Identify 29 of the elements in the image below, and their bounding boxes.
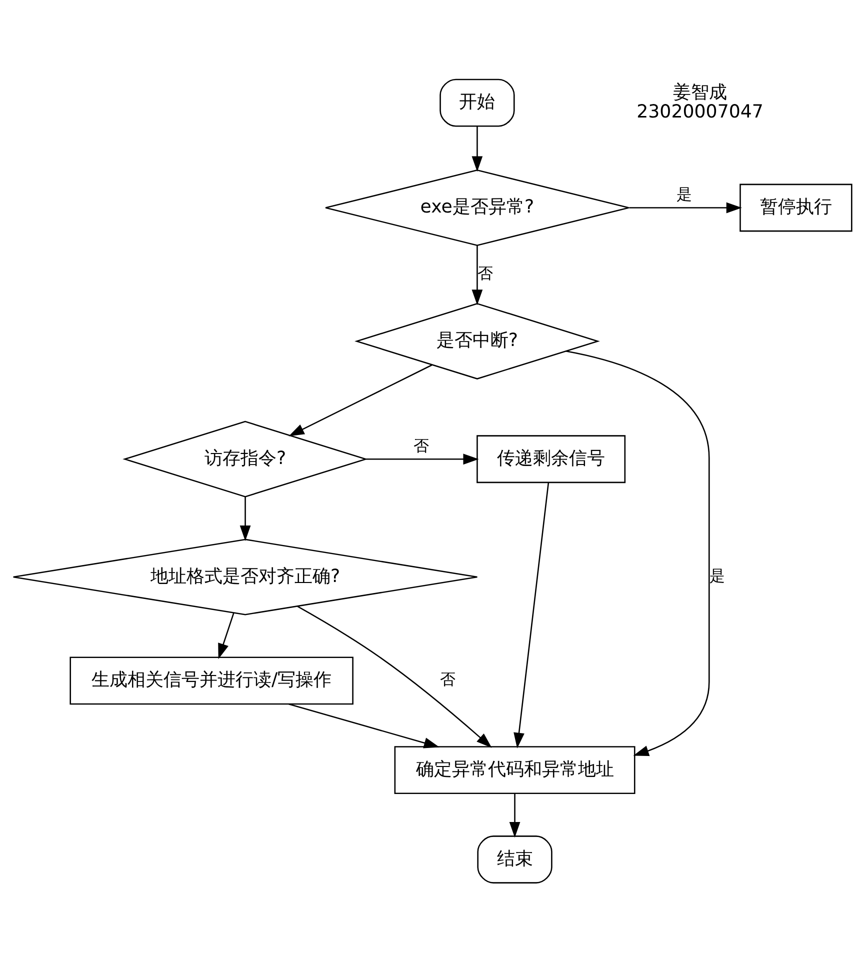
arrow xyxy=(629,202,742,214)
edge-label: 否 xyxy=(413,436,430,455)
arrow xyxy=(514,482,550,748)
node-box: 结束 xyxy=(477,836,552,884)
arrow xyxy=(472,246,483,306)
arrow xyxy=(288,704,440,748)
label: 姜智成 xyxy=(673,82,728,103)
node-diamond: 访存指令? xyxy=(122,420,368,498)
node-box: 传递剩余信号 xyxy=(476,435,626,484)
arrow xyxy=(240,496,251,542)
arrow xyxy=(288,364,432,436)
edge-label: 是 xyxy=(710,567,726,586)
arrow xyxy=(297,606,492,748)
node-box: 确定异常代码和异常地址 xyxy=(394,746,636,794)
arrow xyxy=(218,612,234,660)
arrow xyxy=(566,350,710,756)
edge-label: 否 xyxy=(478,264,494,282)
node-box: 生成相关信号并进行读/写操作 xyxy=(70,656,354,705)
arrow xyxy=(509,794,520,838)
edge-label: 否 xyxy=(440,670,456,689)
arrow xyxy=(472,126,483,172)
edge-label: 是 xyxy=(676,185,693,204)
node-diamond: 地址格式是否对齐正确? xyxy=(12,538,478,616)
node-box: 开始 xyxy=(440,78,515,127)
node-box: 暂停执行 xyxy=(740,184,852,232)
node-diamond: 是否中断? xyxy=(354,302,600,380)
arrow xyxy=(366,454,479,465)
node-diamond: exe是否异常? xyxy=(324,170,630,246)
label: 23020007047 xyxy=(636,101,764,122)
